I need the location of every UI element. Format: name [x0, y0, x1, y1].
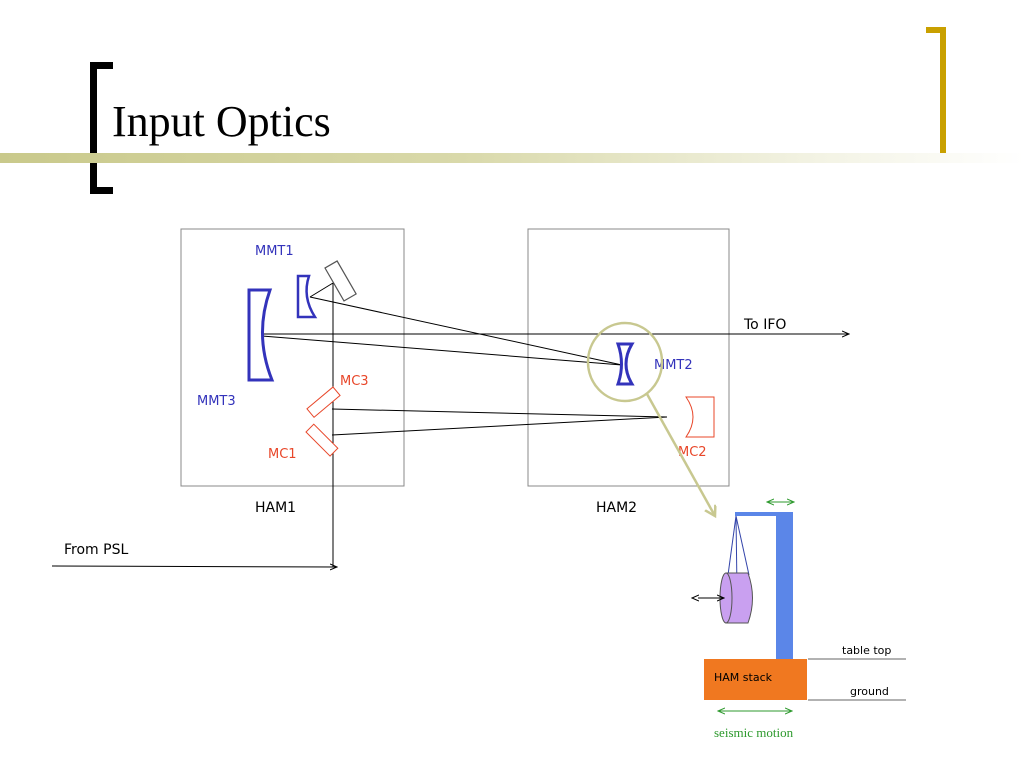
ham1-chamber [180, 228, 405, 487]
beam-mc1-to-mc2 [331, 416, 668, 436]
beam-paths [51, 282, 849, 567]
mmt2-zoom-callout [586, 321, 664, 403]
mc3-label: MC3 [340, 374, 369, 389]
mmt2-optic [615, 342, 635, 386]
suspended-optic [725, 572, 753, 624]
mc2-optic [685, 396, 715, 438]
mmt3-label: MMT3 [197, 394, 236, 409]
suspension-wire-left [727, 515, 737, 576]
suspension-wire-right [735, 515, 750, 576]
mc1-optic [305, 423, 339, 457]
from-psl-label: From PSL [64, 542, 128, 558]
slide-title: Input Optics [112, 97, 331, 146]
ham-stack-label: HAM stack [714, 671, 773, 684]
beam-mmt2-to-mmt3 [261, 335, 623, 366]
mmt3-optic [247, 288, 275, 382]
ham-stack-block [704, 659, 807, 700]
mmt1-label: MMT1 [255, 244, 294, 259]
mmt2-label: MMT2 [654, 358, 693, 373]
beam-mmt1-to-mmt2 [309, 296, 623, 366]
periscope-mirror [324, 260, 357, 302]
suspension-inset: HAM stack table top ground seismic motio… [698, 502, 906, 740]
ham2-label: HAM2 [596, 500, 637, 516]
support-arm [735, 512, 793, 516]
beam-from-psl [51, 566, 337, 567]
support-post [776, 512, 793, 659]
mmt1-optic [296, 274, 318, 319]
to-ifo-label: To IFO [743, 317, 786, 333]
mc1-label: MC1 [268, 447, 297, 462]
title-left-bracket [90, 62, 113, 194]
ground-label: ground [850, 685, 889, 698]
mc2-label: MC2 [678, 445, 707, 460]
table-top-label: table top [842, 644, 891, 657]
mc3-optic [306, 386, 341, 418]
ham1-label: HAM1 [255, 500, 296, 516]
title-underline-bar [0, 153, 1024, 163]
beam-mc3-to-mc2 [331, 408, 668, 418]
zoom-callout-arrow [645, 393, 715, 516]
beam-periscope-to-mmt1 [309, 282, 334, 298]
seismic-motion-label: seismic motion [714, 725, 794, 740]
